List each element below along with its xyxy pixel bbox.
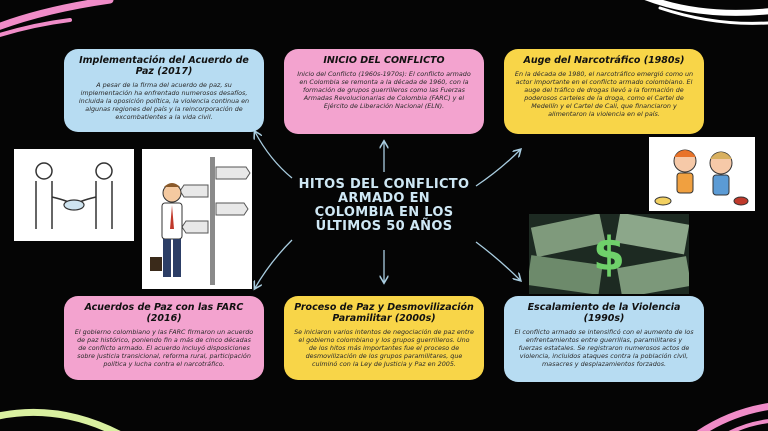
central-title: HITOS DEL CONFLICTO ARMADO EN COLOMBIA E… xyxy=(298,177,470,234)
kids-illustration xyxy=(649,137,755,211)
card-title: Escalamiento de la Violencia (1990s) xyxy=(527,302,681,324)
card-title: Acuerdos de Paz con las FARC (2016) xyxy=(84,302,244,324)
card-title: Implementación del Acuerdo de Paz (2017) xyxy=(79,55,249,77)
card-conflict-start: INICIO DEL CONFLICTO Inicio del Conflict… xyxy=(284,49,484,134)
arrow-to-peace-2017 xyxy=(255,132,293,179)
card-violence-escalation-1990s: Escalamiento de la Violencia (1990s) El … xyxy=(504,296,704,382)
green-stroke-bottom-left xyxy=(0,408,121,431)
card-title: Proceso de Paz y Desmovilización Paramil… xyxy=(294,302,474,324)
arrow-to-farc-2016 xyxy=(255,239,293,288)
white-stroke-top-right xyxy=(644,0,768,16)
card-text: Se iniciaron varios intentos de negociac… xyxy=(294,328,474,368)
card-text: Inicio del Conflicto (1960s-1970s): El c… xyxy=(297,70,471,110)
signpost-icon xyxy=(142,149,252,289)
white-stroke-top-right-2 xyxy=(658,6,768,25)
card-title: Auge del Narcotráfico (1980s) xyxy=(523,55,685,66)
dollar-bills-icon: $ xyxy=(529,214,689,294)
card-narco-rise-1980s: Auge del Narcotráfico (1980s) En la déca… xyxy=(504,49,704,134)
pink-stroke-top-left xyxy=(0,0,114,30)
pink-stroke-bottom-right-2 xyxy=(728,419,768,431)
children-icon xyxy=(649,137,755,211)
svg-text:$: $ xyxy=(593,227,625,281)
card-paramilitary-demobilization-2000s: Proceso de Paz y Desmovilización Paramil… xyxy=(284,296,484,380)
money-illustration: $ xyxy=(529,214,689,294)
arrow-to-narco xyxy=(475,150,520,187)
card-text: El conflicto armado se intensificó con e… xyxy=(514,328,694,368)
signpost-man-illustration xyxy=(142,149,252,289)
pink-stroke-bottom-right xyxy=(696,403,768,431)
card-farc-peace-2016: Acuerdos de Paz con las FARC (2016) El g… xyxy=(64,296,264,380)
handshake-illustration xyxy=(14,149,134,241)
handshake-icon xyxy=(14,149,134,241)
arrow-to-violence xyxy=(475,241,520,280)
card-peace-implementation-2017: Implementación del Acuerdo de Paz (2017)… xyxy=(64,49,264,132)
card-title: INICIO DEL CONFLICTO xyxy=(323,55,445,66)
card-text: El gobierno colombiano y las FARC firmar… xyxy=(74,328,254,368)
pink-stroke-top-left-2 xyxy=(0,18,72,37)
card-text: A pesar de la firma del acuerdo de paz, … xyxy=(78,81,250,121)
card-text: En la década de 1980, el narcotráfico em… xyxy=(514,70,694,118)
